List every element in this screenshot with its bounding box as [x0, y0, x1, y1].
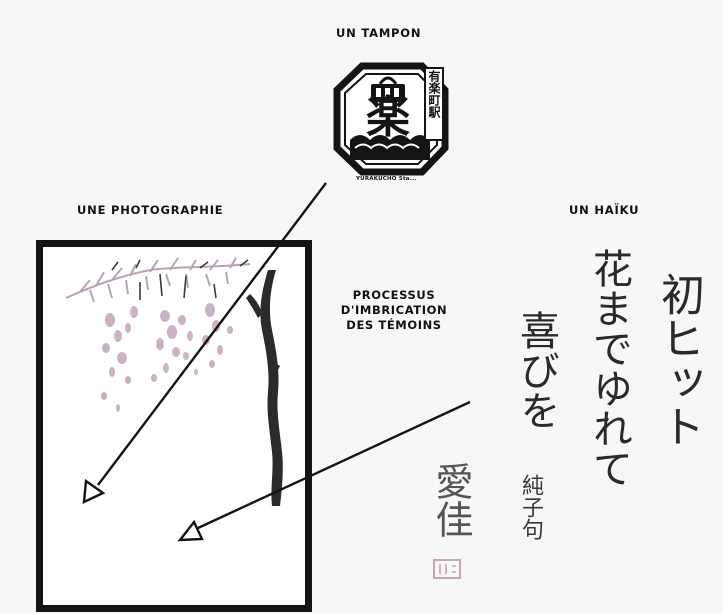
photo-heading: UNE PHOTOGRAPHIE: [77, 203, 224, 217]
red-seal-icon: [433, 559, 461, 579]
process-label-line-3: DES TÉMOINS: [346, 318, 442, 332]
wisteria-branches: [65, 257, 251, 303]
wisteria-blossoms: [101, 303, 233, 412]
stamp-vertical-text: 有楽町駅: [427, 70, 441, 118]
tree-trunk: [246, 270, 283, 506]
stamp-wave-pattern: [350, 135, 430, 160]
stamp-caption: YŪRAKUCHŌ Sta...: [356, 176, 417, 182]
haiku-author: 純子句: [518, 474, 543, 540]
haiku-heading: UN HAÏKU: [569, 203, 640, 217]
haiku-line-2: 花までゆれて: [586, 248, 632, 488]
stamp-bag-icon: [371, 76, 405, 102]
haiku-line-3: 喜びを: [513, 310, 559, 430]
process-label-line-1: PROCESSUS: [352, 288, 436, 302]
process-label: PROCESSUS D'IMBRICATION DES TÉMOINS: [318, 288, 470, 333]
stamp-heading: UN TAMPON: [336, 26, 422, 40]
process-label-line-2: D'IMBRICATION: [340, 303, 448, 317]
stamp-main-glyph: 楽: [366, 92, 410, 143]
wisteria-dark-stems: [111, 259, 249, 300]
stamp-side-panel: [424, 67, 444, 141]
haiku-seal-author: 愛佳: [429, 462, 473, 538]
arrow-haiku-to-photo: [177, 400, 471, 542]
haiku-line-1: 初ヒット: [653, 272, 704, 448]
arrow-stamp-to-photo: [82, 182, 327, 504]
